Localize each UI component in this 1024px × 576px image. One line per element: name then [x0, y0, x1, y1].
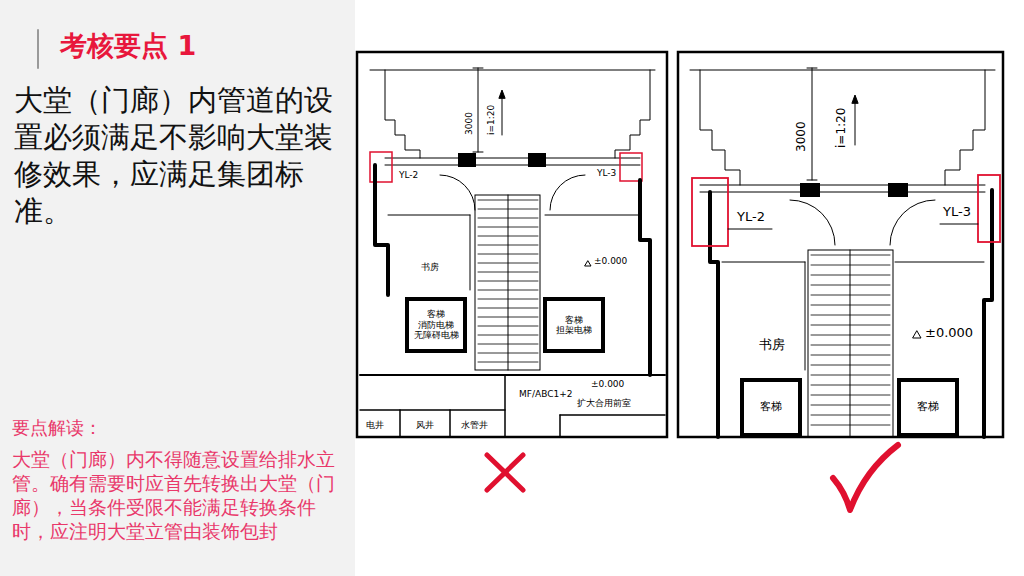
wall-line: [449, 410, 451, 437]
wall-line: [399, 410, 401, 437]
drawing-label: ±0.000: [924, 326, 974, 341]
stair-outline: [808, 250, 893, 437]
drawing-label: 3000: [464, 112, 474, 135]
wall-line: [360, 374, 665, 376]
wall-line: [504, 375, 506, 437]
drawing-label: YL-2: [736, 210, 766, 225]
canopy-line: [700, 185, 985, 186]
leader-line: [728, 229, 772, 230]
canopy-line: [700, 192, 985, 193]
cross-mark: [487, 455, 523, 490]
room-line: [805, 262, 806, 370]
drawing-label: 水管井: [460, 420, 489, 430]
wall-line: [370, 70, 655, 71]
dimension-line: [478, 68, 479, 152]
note-heading: 要点解读：: [12, 418, 102, 439]
canopy-line: [385, 165, 640, 166]
elevator-shaft: 客梯: [740, 378, 802, 437]
door-arc: [790, 200, 835, 245]
elevator-label: 客梯: [760, 401, 782, 414]
elevator-label: 客梯: [917, 401, 939, 414]
dimension-tick: [807, 68, 817, 69]
drawing-label: YL-2: [398, 170, 419, 180]
elevator-label: 客梯 担架电梯: [549, 315, 599, 336]
wall-line: [690, 70, 995, 71]
wall-line: [360, 409, 505, 411]
arrow-head: [852, 95, 858, 103]
molding: [385, 70, 420, 158]
drawing-label: YL-3: [942, 205, 972, 220]
room-line: [895, 262, 984, 263]
wall: [375, 165, 388, 295]
drawing-label: MF/ABC1+2: [518, 389, 573, 399]
accent-bar: [37, 30, 39, 68]
molding: [700, 70, 740, 185]
wall-line: [559, 415, 561, 437]
drawing-label: i=1:20: [835, 108, 849, 148]
room-line: [545, 215, 640, 216]
door-arc: [550, 175, 585, 210]
dimension-tick: [473, 68, 483, 69]
body-text: 大堂（门廊）内管道的设置必须满足不影响大堂装修效果，应满足集团标准。: [14, 82, 349, 230]
molding: [615, 70, 650, 158]
elevator-shaft: 客梯 消防电梯 无障碍电梯: [405, 297, 467, 353]
drawing-label: 风井: [415, 420, 435, 430]
stair-divider: [508, 195, 509, 370]
level-mark: [585, 261, 591, 266]
room-line: [470, 215, 471, 290]
molding: [945, 70, 985, 185]
note-text: 大堂（门廊）内不得随意设置给排水立管。确有需要时应首先转换出大堂（门廊），当条件…: [12, 447, 337, 543]
highlight-box: [978, 175, 1000, 242]
check-mark: [833, 445, 898, 510]
highlight-box: [620, 153, 642, 181]
canopy-line: [385, 158, 640, 159]
elevator-shaft: 客梯 担架电梯: [543, 297, 605, 353]
drawing-label: ±0.000: [593, 256, 628, 266]
drawing-frame: [357, 52, 667, 437]
drawing-label: 书房: [758, 338, 786, 353]
slope-arrow: [855, 97, 856, 145]
drawing-label: ±0.000: [590, 379, 625, 389]
wall: [710, 192, 718, 437]
room-line: [722, 262, 805, 263]
dimension-tick: [473, 152, 483, 153]
stair-divider: [850, 250, 851, 437]
drawing-label: i=1:20: [486, 105, 496, 135]
wall: [984, 190, 992, 437]
column: [800, 183, 820, 197]
stair-outline: [475, 195, 540, 370]
column: [888, 183, 908, 197]
wall-line: [560, 414, 665, 416]
slide-title: 考核要点 1: [60, 30, 196, 61]
drawing-frame: [678, 52, 1003, 437]
elevator-label: 客梯 消防电梯 无障碍电梯: [411, 309, 461, 340]
column: [528, 153, 546, 167]
drawing-label: 3000: [795, 121, 809, 152]
door-arc: [440, 175, 475, 210]
drawing-label: YL-3: [596, 168, 617, 178]
elevator-shaft: 客梯: [897, 378, 959, 437]
level-mark: [913, 331, 921, 338]
column: [458, 153, 476, 167]
door-arc: [890, 200, 935, 245]
room-line: [388, 215, 470, 216]
dimension-tick: [807, 180, 817, 181]
dimension-line: [812, 68, 813, 180]
wall: [640, 180, 650, 375]
leader-line: [940, 224, 978, 225]
highlight-box: [692, 178, 728, 246]
drawing-label: 电井: [365, 420, 385, 430]
drawing-label: 书房: [420, 262, 440, 272]
cross-mark: [487, 455, 523, 490]
arrow-head: [499, 90, 505, 98]
side-panel: [0, 0, 355, 576]
drawing-label: 扩大合用前室: [576, 398, 632, 408]
